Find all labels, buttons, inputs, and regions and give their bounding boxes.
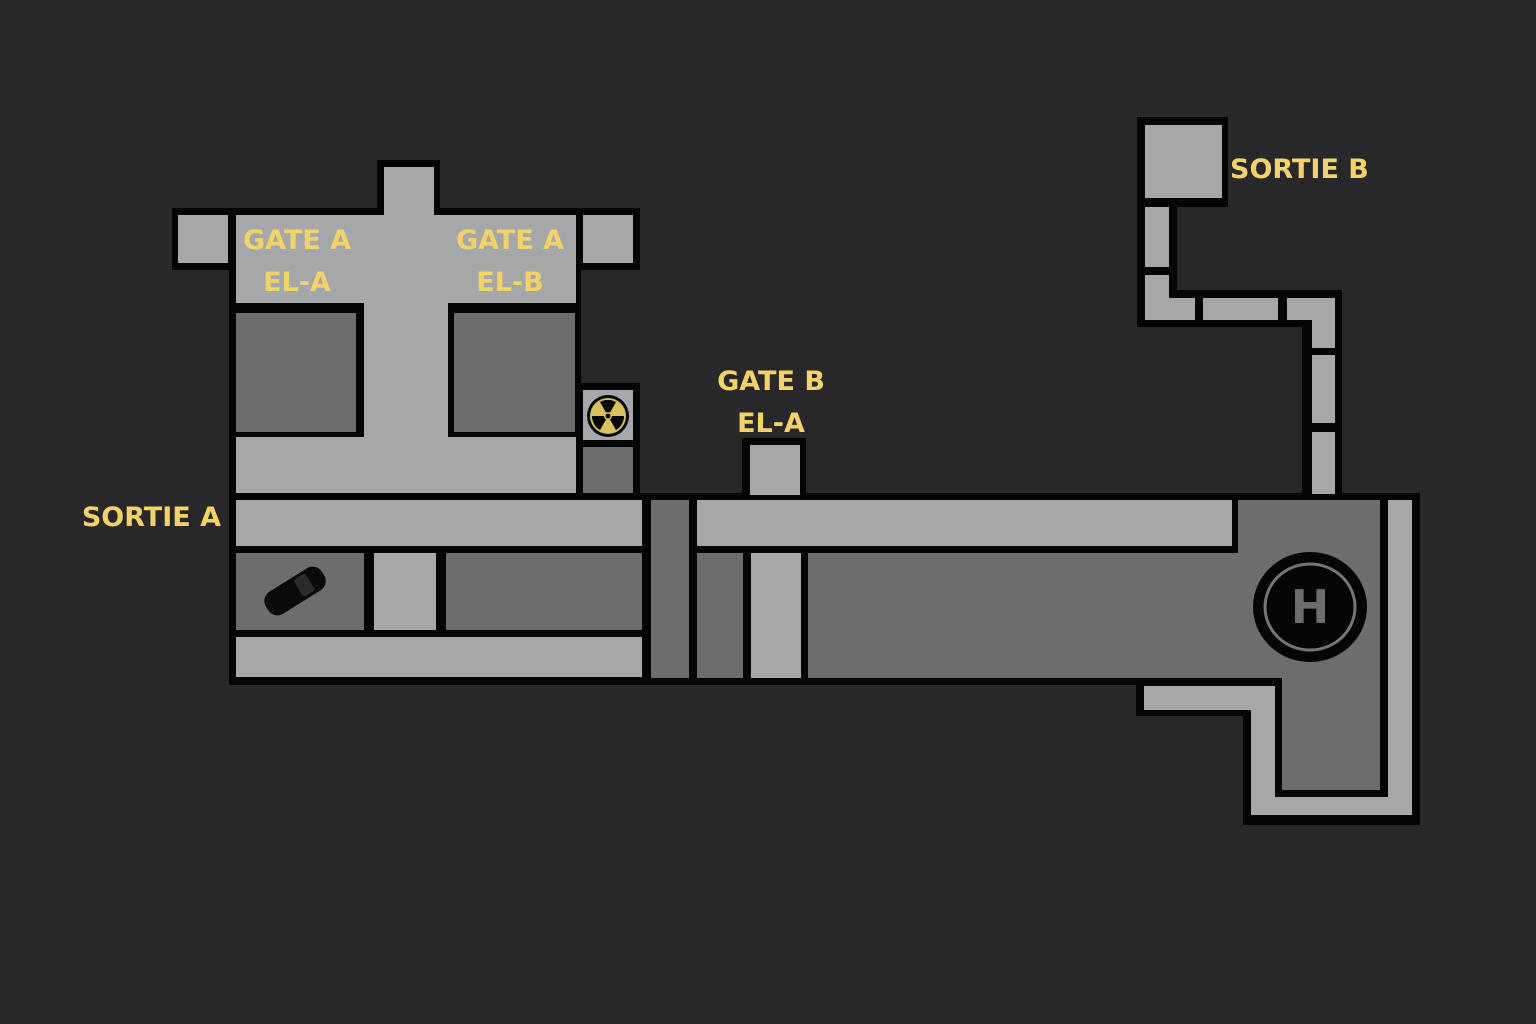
east-complex: H <box>697 445 1412 815</box>
sortie-a-label: SORTIE A <box>82 502 221 533</box>
strip-dark <box>697 553 743 678</box>
sortie-b-exit <box>1145 125 1222 198</box>
car-icon <box>264 566 326 616</box>
main-road <box>697 500 1232 546</box>
room-west <box>236 313 356 432</box>
south-loop <box>1251 797 1412 815</box>
gate-a-hall <box>236 215 576 303</box>
helipad-label: H <box>1291 580 1330 634</box>
building-a <box>178 167 633 493</box>
south-loop-top <box>1144 686 1275 710</box>
helipad-area-top <box>1238 500 1380 560</box>
gate-a-el-a-sublabel: EL-A <box>263 267 331 298</box>
east-road <box>1388 500 1412 815</box>
lower-complex <box>236 500 689 678</box>
sortie-a-road <box>236 500 642 546</box>
gate-b-el-a-label: GATE B <box>717 366 825 397</box>
gate-a-el-a-label: GATE A <box>243 225 351 256</box>
lower-hall <box>236 437 576 493</box>
helipad-icon: H <box>1253 552 1367 662</box>
gate-a-el-b-label: GATE A <box>456 225 564 256</box>
sortie-b-path <box>1145 125 1335 494</box>
gate-b-passage <box>750 445 800 495</box>
radiation-icon <box>587 395 629 437</box>
north-passage <box>384 167 434 219</box>
sortie-b-label: SORTIE B <box>1230 154 1369 185</box>
wing-right <box>583 215 633 263</box>
wing-left <box>178 215 228 263</box>
divider-strip <box>651 500 689 678</box>
gate-a-el-b-sublabel: EL-B <box>476 267 543 298</box>
storage-room <box>583 447 633 493</box>
strip-light <box>751 553 801 678</box>
bay-east <box>446 553 642 630</box>
south-road <box>236 637 642 677</box>
helipad-area-south <box>1282 670 1380 790</box>
connector <box>374 553 436 630</box>
map-labels: GATE A EL-A GATE A EL-B GATE B EL-A SORT… <box>82 154 1369 533</box>
room-east <box>454 313 575 432</box>
south-loop-west <box>1251 708 1275 815</box>
central-corridor <box>364 300 448 440</box>
gate-b-el-a-sublabel: EL-A <box>737 408 805 439</box>
